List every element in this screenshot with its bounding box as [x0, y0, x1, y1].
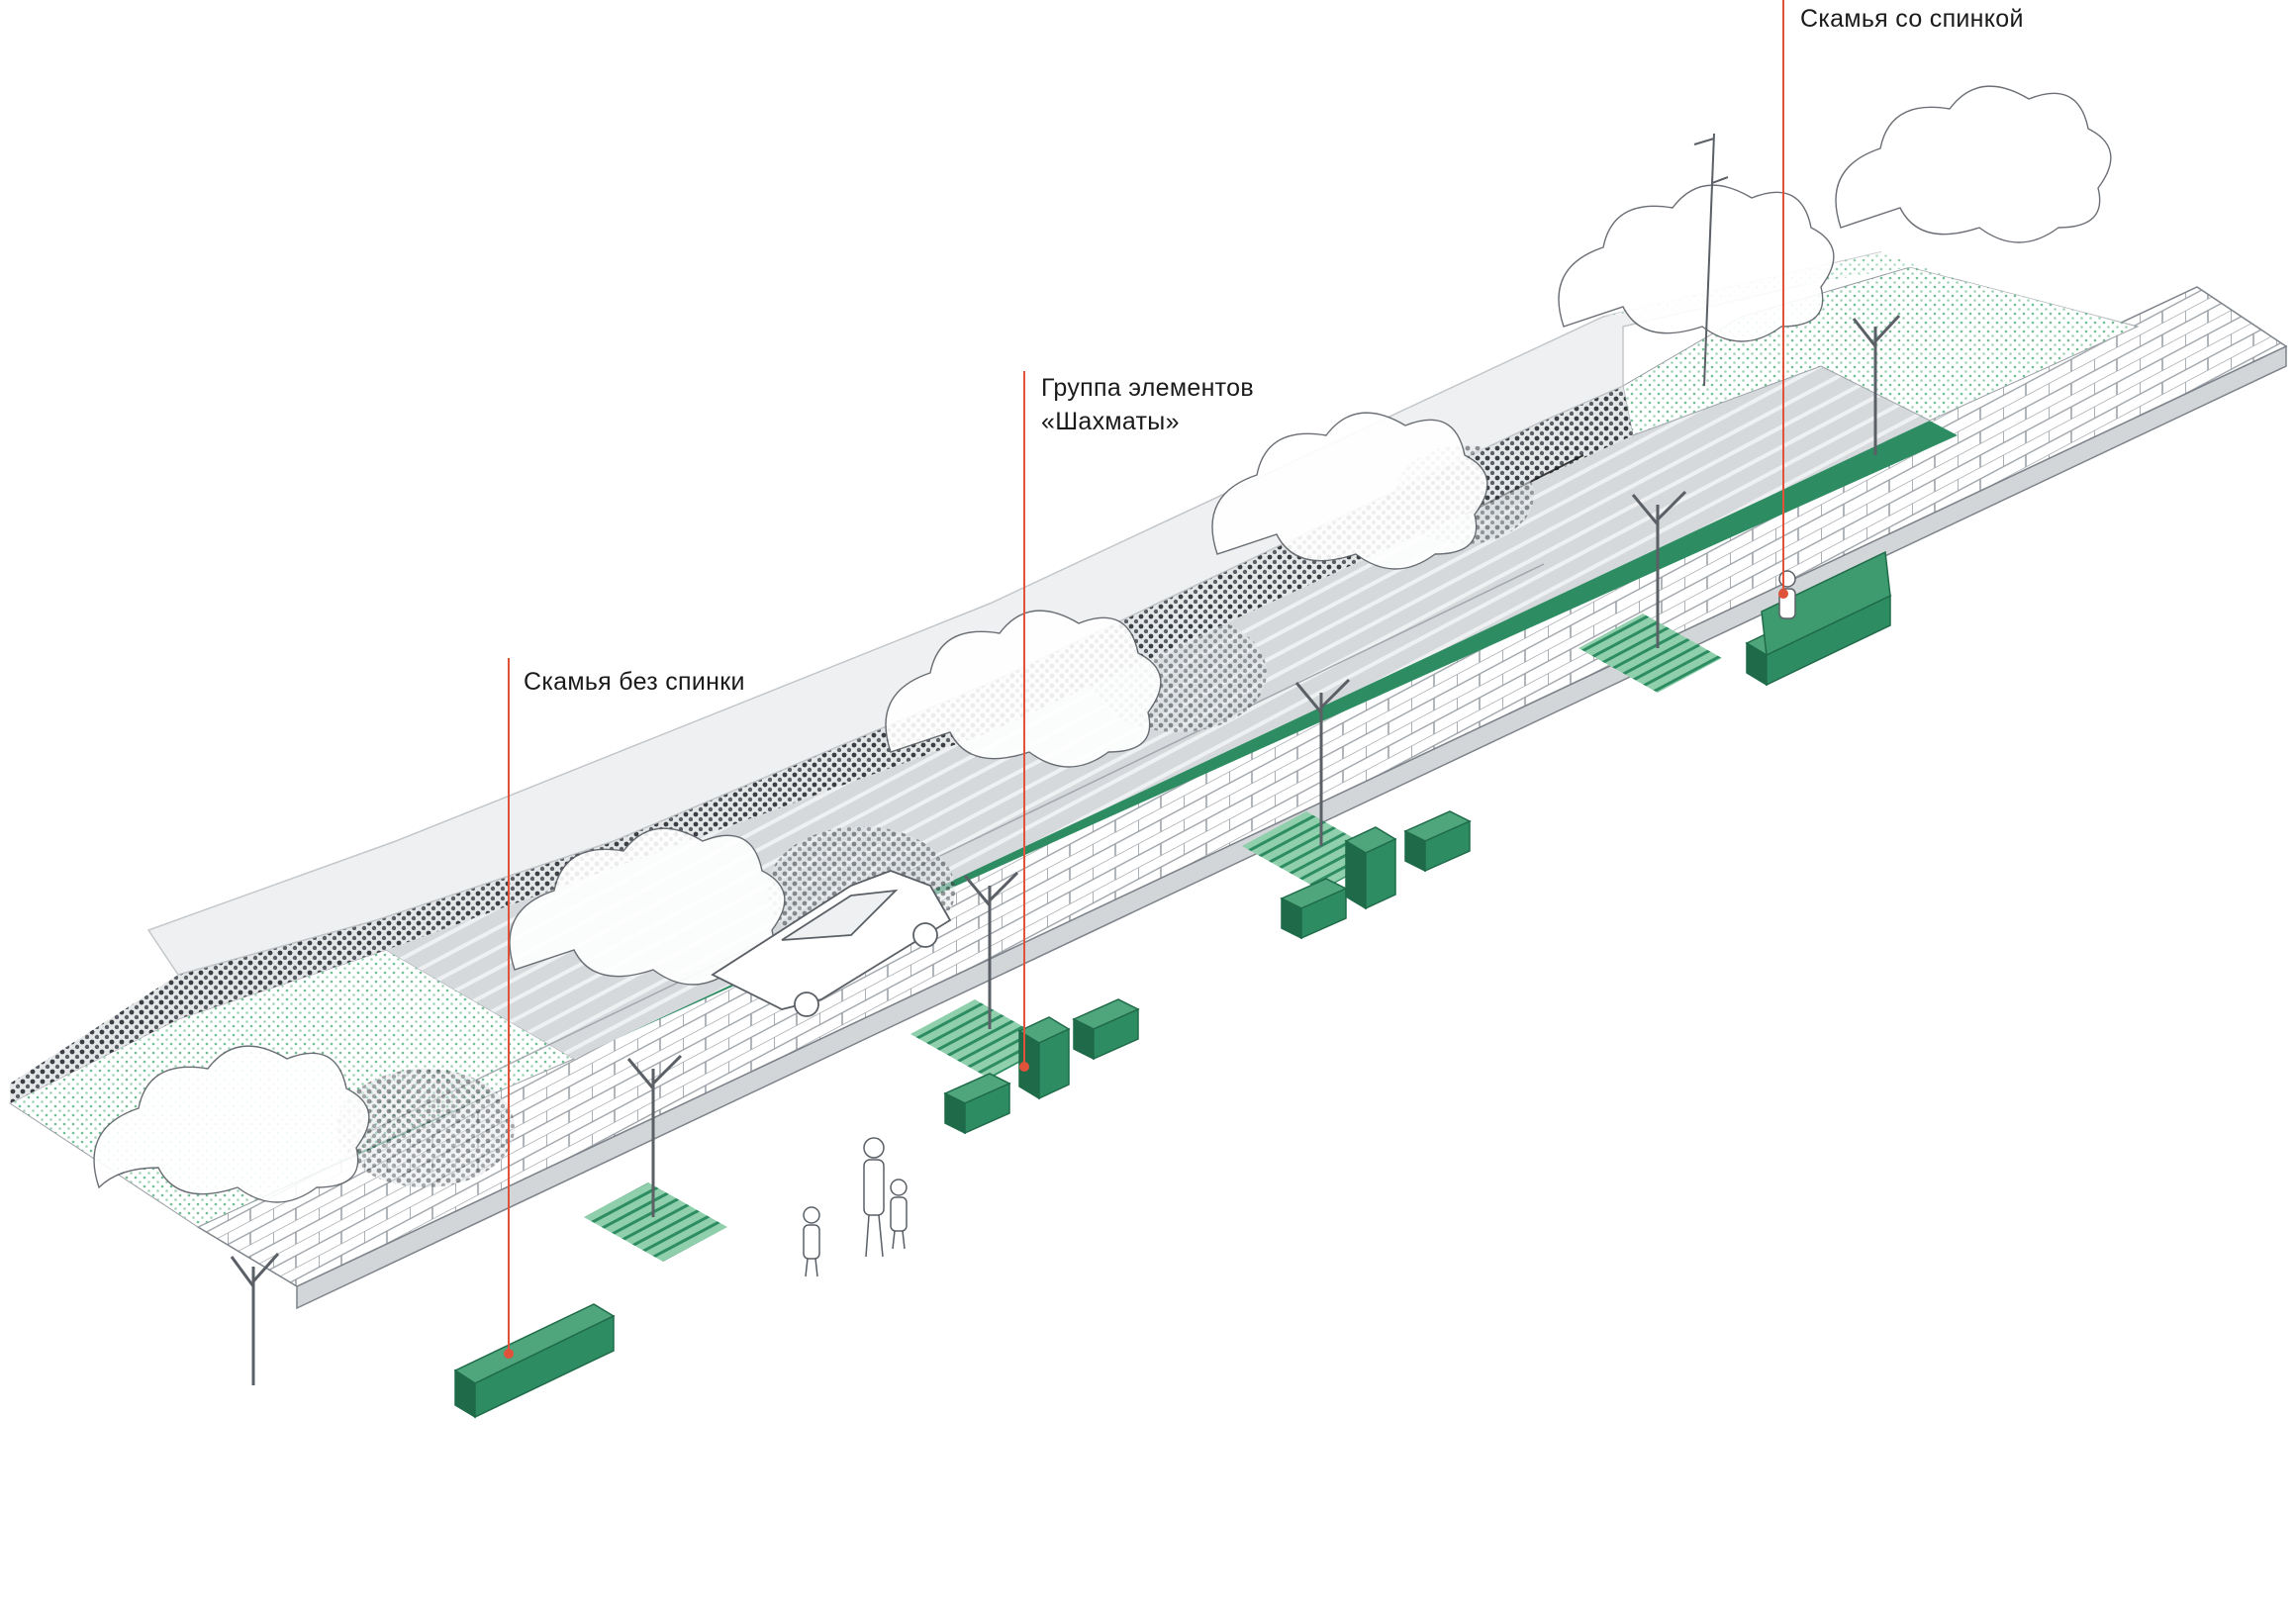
gravel-band [10, 386, 1633, 1103]
chess-group-2 [1280, 810, 1472, 940]
pedestrians [803, 570, 1796, 1277]
tree-icon [963, 871, 1019, 1029]
street-lamp-icon [1693, 133, 1729, 387]
callout-leaders [508, 0, 1784, 1354]
tree-icon [1852, 314, 1901, 455]
bench-with-back [1745, 550, 1892, 687]
callout-dots [504, 589, 1788, 1359]
bench-without-back-text: Скамья без спинки [524, 668, 745, 696]
tree-icon [1631, 490, 1687, 648]
bench-with-back-text: Скамья со спинкой [1800, 5, 2024, 33]
tree-pit-1 [584, 1182, 727, 1262]
bench-without-back [453, 1303, 616, 1419]
tree-pit-4 [1578, 614, 1722, 693]
chess-group-1 [943, 998, 1140, 1135]
callout-label-bench-with-back: Скамья со спинкой [1800, 2, 2024, 36]
chess-group-text-line1: Группа элементов [1041, 374, 1254, 402]
chess-table-icon [1017, 1016, 1071, 1100]
pedestrian-icon [863, 1137, 885, 1258]
tree-icon [230, 1253, 280, 1385]
chess-table-icon [1344, 826, 1397, 910]
car-icon [711, 870, 952, 1017]
pedestrian-icon [890, 1179, 908, 1250]
pedestrian-icon [803, 1206, 820, 1277]
chess-group-text-line2: «Шахматы» [1041, 408, 1180, 435]
tree-pit-2 [910, 999, 1054, 1079]
tree-canopies [93, 85, 2112, 1203]
street-furniture [453, 550, 1892, 1419]
tree-icon [1294, 678, 1351, 846]
tree-icon [626, 1054, 683, 1217]
callout-label-bench-without-back: Скамья без спинки [524, 665, 745, 699]
trees [230, 314, 1901, 1385]
callout-label-chess-group: Группа элементов «Шахматы» [1041, 371, 1254, 438]
